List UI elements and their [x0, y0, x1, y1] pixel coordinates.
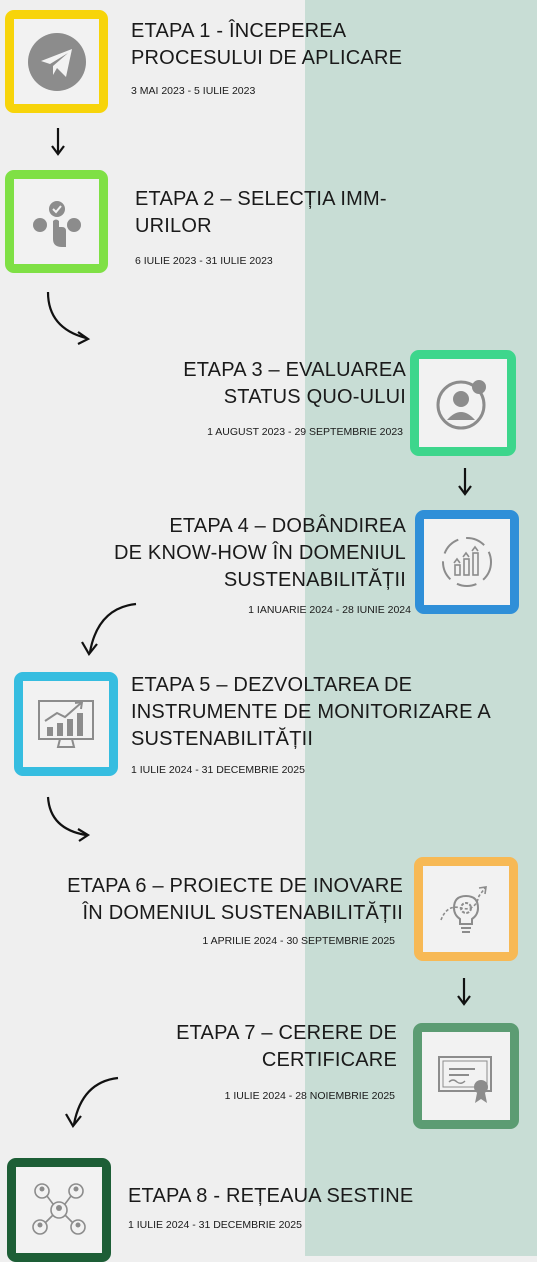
certificate-icon — [438, 1056, 492, 1103]
curved-arrow-5 — [46, 796, 91, 842]
arrow-down-6 — [457, 978, 471, 1006]
stage-6-icon-box — [414, 857, 518, 961]
stage-5-icon-box — [14, 672, 118, 776]
paper-plane-icon — [27, 32, 86, 91]
stage-6-date: 1 APRILIE 2024 - 30 SEPTEMBRIE 2025 — [202, 935, 395, 947]
stage-2-icon-box — [5, 170, 108, 273]
curved-arrow-2 — [46, 291, 91, 345]
stage-7-date: 1 IULIE 2024 - 28 NOIEMBRIE 2025 — [224, 1090, 395, 1102]
curved-arrow-7 — [65, 1076, 119, 1128]
stage-2-date: 6 IULIE 2023 - 31 IULIE 2023 — [135, 255, 273, 267]
stage-8-date: 1 IULIE 2024 - 31 DECEMBRIE 2025 — [128, 1219, 302, 1231]
stage-4-icon-box — [415, 510, 519, 614]
stage-4-date: 1 IANUARIE 2024 - 28 IUNIE 2024 — [248, 604, 411, 616]
innovation-bulb-icon — [440, 886, 487, 933]
stage-8-icon-box — [7, 1158, 111, 1262]
curved-arrow-4 — [81, 602, 137, 656]
user-profile-icon — [436, 380, 486, 430]
monitor-chart-icon — [38, 700, 94, 748]
stage-3-icon-box — [410, 350, 516, 456]
stage-7-icon-box — [413, 1023, 519, 1129]
stage-5-date: 1 IULIE 2024 - 31 DECEMBRIE 2025 — [131, 764, 305, 776]
stage-1-date: 3 MAI 2023 - 5 IULIE 2023 — [131, 85, 256, 97]
growth-cycle-icon — [442, 537, 492, 587]
arrow-down-1 — [51, 128, 65, 156]
arrow-down-3 — [458, 468, 472, 496]
stage-8-title: ETAPA 8 - REȚEAUA SESTINE — [128, 1185, 414, 1207]
hand-select-icon — [32, 200, 81, 247]
stage-2-title: ETAPA 2 – SELECȚIA IMM-URILOR — [135, 188, 387, 237]
network-icon — [32, 1183, 86, 1235]
stage-3-date: 1 AUGUST 2023 - 29 SEPTEMBRIE 2023 — [207, 426, 403, 438]
stage-1-icon-box — [5, 10, 108, 113]
